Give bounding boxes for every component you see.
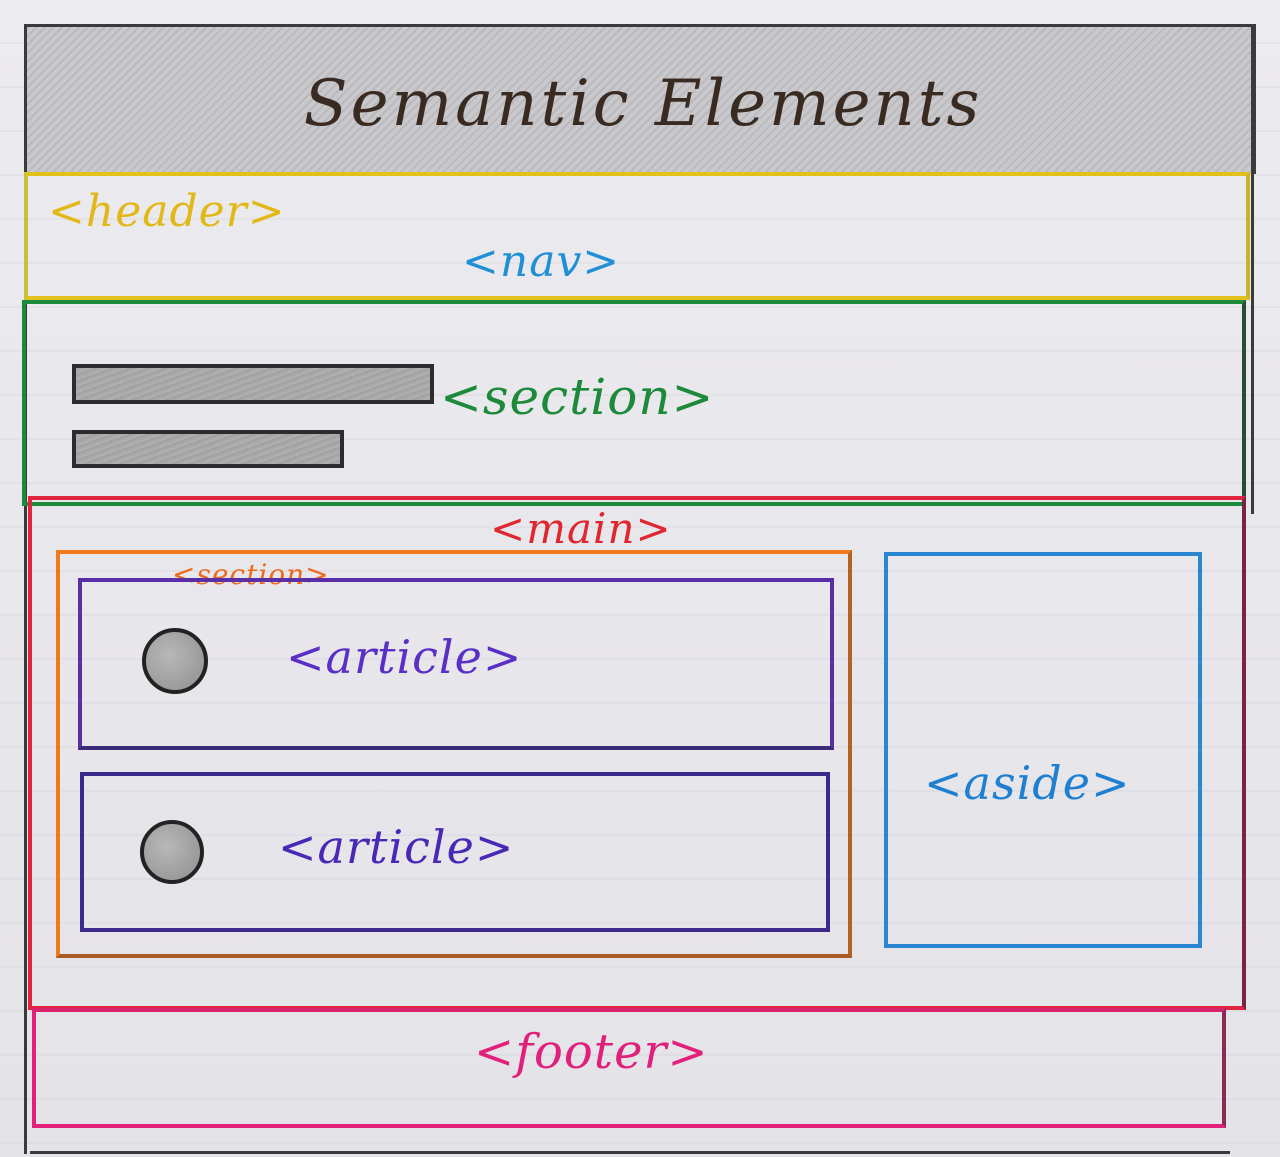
header-region	[24, 172, 1250, 300]
main-label: <main>	[490, 504, 672, 553]
placeholder-bar-short	[72, 430, 344, 468]
diagram-title: Semantic Elements	[303, 67, 983, 141]
outer-frame-bottom	[30, 1150, 1230, 1154]
placeholder-bar-long	[72, 364, 434, 404]
article-label-1: <article>	[286, 630, 523, 684]
footer-region	[32, 1008, 1226, 1128]
nav-label: <nav>	[462, 236, 621, 287]
aside-region	[884, 552, 1202, 948]
inner-section-region	[56, 550, 852, 958]
title-band: Semantic Elements	[24, 24, 1256, 174]
avatar-circle-icon	[142, 628, 208, 694]
outer-frame-right	[1246, 24, 1254, 514]
article-region-2	[80, 772, 830, 932]
article-label-2: <article>	[278, 820, 515, 874]
outer-frame-left	[24, 24, 32, 1154]
header-label: <header>	[48, 186, 286, 237]
article-region-1	[78, 578, 834, 750]
aside-label: <aside>	[924, 756, 1131, 810]
avatar-circle-icon	[140, 820, 204, 884]
inner-section-label: <section>	[172, 558, 330, 591]
top-section-region	[22, 300, 1246, 506]
top-section-label: <section>	[440, 368, 715, 426]
footer-label: <footer>	[474, 1024, 709, 1080]
